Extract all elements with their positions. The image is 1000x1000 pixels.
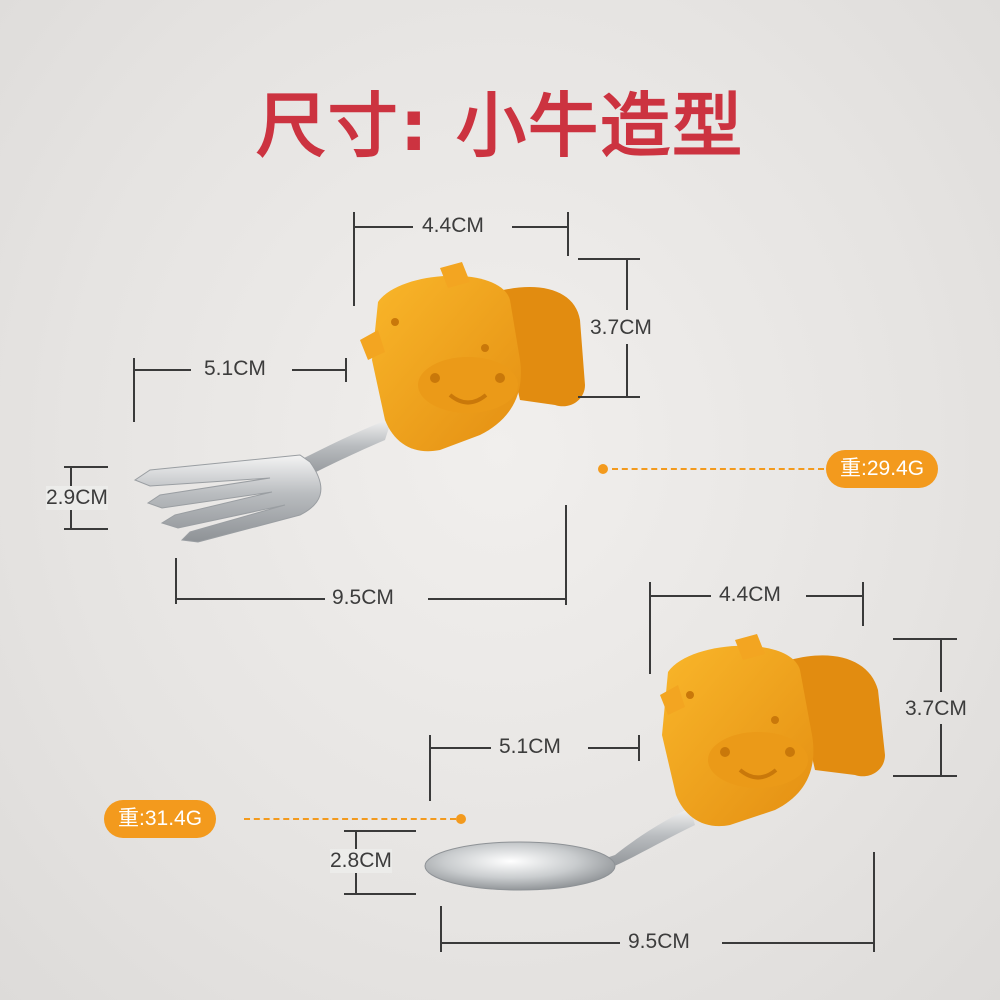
- spoon-neck-line-left: [429, 747, 491, 749]
- fork-length-bracket-right: [565, 505, 567, 605]
- spoon-neck-line-right: [588, 747, 639, 749]
- fork-handle-cow: [360, 262, 585, 452]
- spoon-head-height-label: 3.7CM: [905, 697, 967, 720]
- fork-head-height-label: 3.7CM: [590, 316, 652, 339]
- spoon-total-length-label: 9.5CM: [628, 930, 690, 953]
- fork-width-line-left: [353, 226, 413, 228]
- spoon-length-line-right: [722, 942, 874, 944]
- fork-width-bracket-left: [353, 212, 355, 306]
- spoon-width-bracket-left: [649, 582, 651, 674]
- spoon-height-line-bottom: [940, 724, 942, 776]
- fork-length-line-left: [175, 598, 325, 600]
- fork-weight-dot: [598, 464, 608, 474]
- spoon-height-line-top: [940, 638, 942, 692]
- fork-neck-bracket-left: [133, 358, 135, 422]
- spoon-height-bottom: [893, 775, 957, 777]
- fork-weight-leader: [612, 468, 824, 470]
- spoon: [424, 634, 885, 891]
- spoon-length-bracket-right: [873, 852, 875, 952]
- fork-height-line-top: [626, 258, 628, 310]
- fork-height-line-bottom: [626, 344, 628, 396]
- fork-neck-bracket-right: [345, 358, 347, 382]
- fork-tine-top: [64, 466, 108, 468]
- spoon-weight-leader: [244, 818, 456, 820]
- spoon-neck-bracket-left: [429, 735, 431, 801]
- fork: [133, 262, 585, 543]
- spoon-width-line-left: [649, 595, 711, 597]
- page-title: 尺寸: 小牛造型: [255, 85, 745, 167]
- spoon-bowl-width-label: 2.8CM: [330, 849, 392, 873]
- fork-weight-badge: 重:29.4G: [826, 450, 939, 488]
- spoon-weight-dot: [456, 814, 466, 824]
- fork-length-line-right: [428, 598, 566, 600]
- spoon-width-bracket-right: [862, 582, 864, 626]
- fork-width-bracket-right: [567, 212, 569, 256]
- fork-neck-length-label: 5.1CM: [204, 357, 266, 380]
- spoon-height-top: [893, 638, 957, 640]
- spoon-weight-badge: 重:31.4G: [104, 800, 217, 838]
- spoon-bowl-bottom: [344, 893, 416, 895]
- spoon-head-width-label: 4.4CM: [719, 583, 781, 606]
- fork-total-length-label: 9.5CM: [332, 586, 394, 609]
- spoon-length-bracket-left: [440, 906, 442, 952]
- spoon-handle-cow: [660, 634, 885, 827]
- spoon-neck-bracket-right: [638, 735, 640, 761]
- fork-head-width-label: 4.4CM: [422, 214, 484, 237]
- fork-tine-width-label: 2.9CM: [46, 486, 108, 510]
- fork-neck-line-left: [133, 369, 191, 371]
- fork-length-bracket-left: [175, 558, 177, 604]
- fork-width-line-right: [512, 226, 568, 228]
- fork-height-bottom: [578, 396, 640, 398]
- fork-neck-line-right: [292, 369, 346, 371]
- fork-height-top: [578, 258, 640, 260]
- fork-tine-bottom: [64, 528, 108, 530]
- spoon-width-line-right: [806, 595, 863, 597]
- spoon-length-line-left: [440, 942, 620, 944]
- spoon-bowl-top: [344, 830, 416, 832]
- spoon-neck-length-label: 5.1CM: [499, 735, 561, 758]
